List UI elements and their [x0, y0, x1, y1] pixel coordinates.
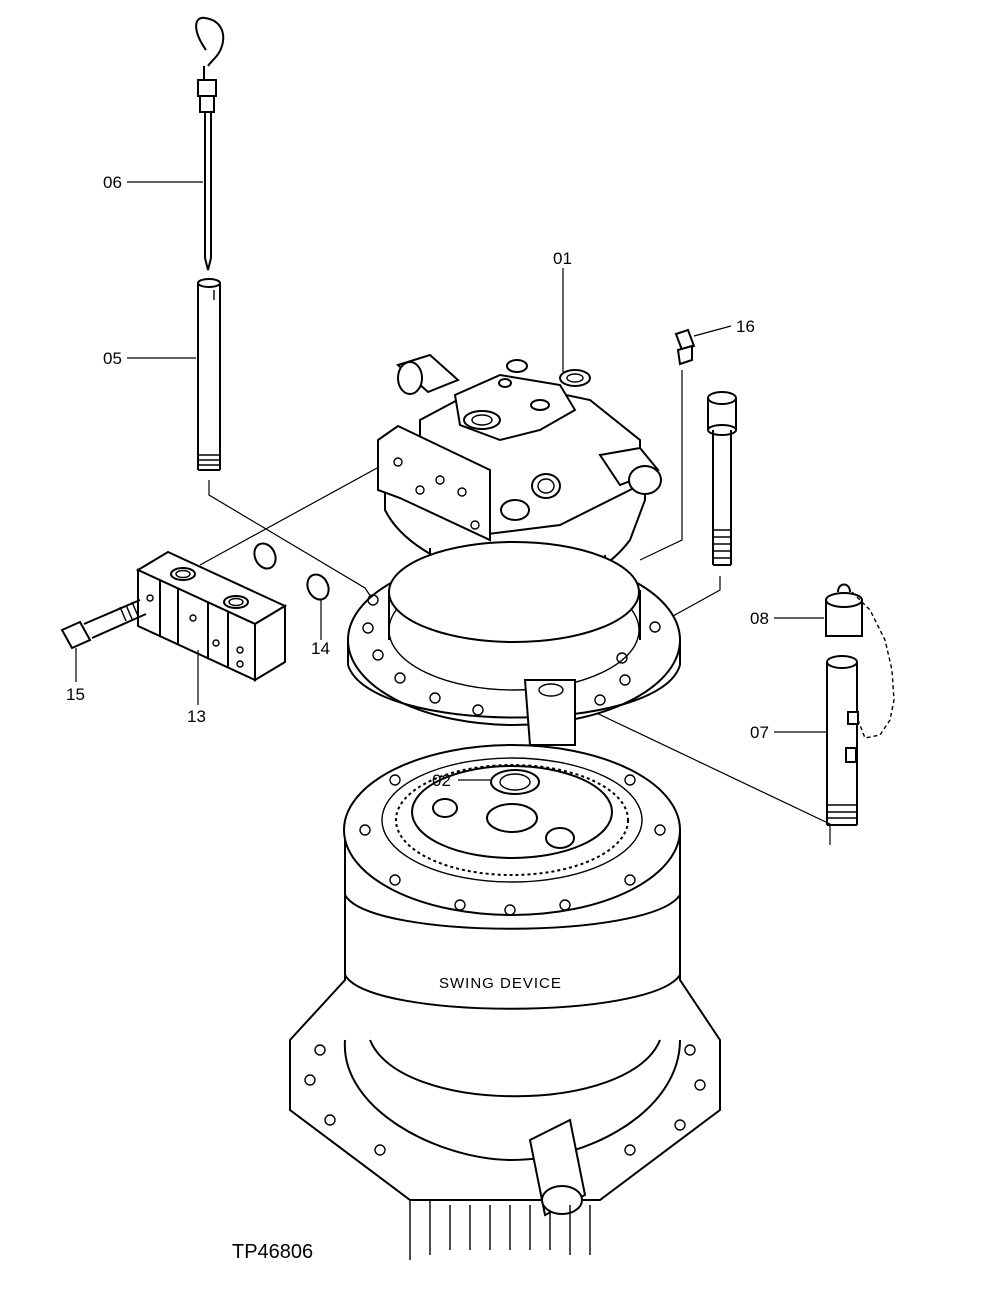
main-caption: SWING DEVICE: [439, 975, 562, 992]
callout-01: 01: [553, 249, 572, 268]
callout-16: 16: [736, 317, 755, 336]
upper-housing-flange: [347, 541, 681, 746]
callout-15: 15: [66, 685, 85, 704]
callout-06: 06: [103, 173, 122, 192]
valve-block: [135, 550, 288, 682]
figure-code: TP46806: [232, 1241, 313, 1263]
o-rings: [253, 542, 330, 601]
callout-02: 02: [432, 771, 451, 790]
socket-bolt: [707, 391, 737, 566]
callout-13: 13: [187, 707, 206, 726]
callout-08: 08: [750, 609, 769, 628]
drain-cap: [825, 583, 895, 739]
callout-07: 07: [750, 723, 769, 742]
reduction-gear-housing: [289, 744, 721, 1260]
dipstick: [195, 16, 225, 271]
guide-tube: [197, 278, 221, 471]
callout-05: 05: [103, 349, 122, 368]
drain-pipe: [826, 655, 859, 826]
flange-bolt: [60, 599, 147, 650]
assembly-lines: [199, 370, 831, 845]
callout-14: 14: [311, 639, 330, 658]
plug: [674, 328, 696, 366]
callout-leaders: [75, 181, 826, 781]
